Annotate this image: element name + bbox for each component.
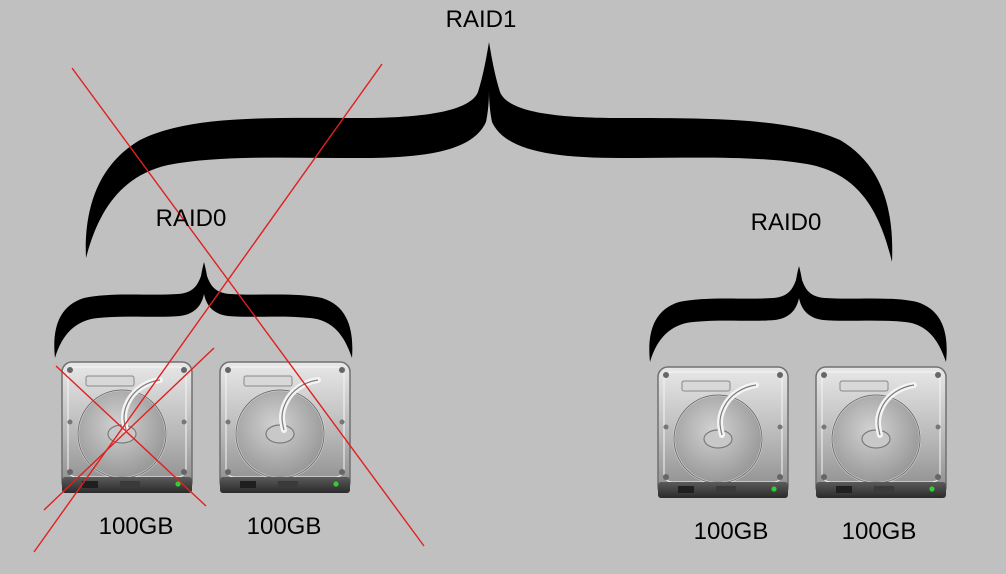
- left-raid0-brace: [54, 262, 353, 358]
- left-raid0-label: RAID0: [155, 205, 227, 232]
- right-disk-2-capacity: 100GB: [841, 518, 917, 545]
- right-disk-2-icon: [816, 367, 946, 498]
- right-disk-1-capacity: 100GB: [693, 518, 769, 545]
- right-disk-1-icon: [658, 367, 788, 498]
- left-disk-1-failed-x-mark: [43, 347, 215, 511]
- right-raid0-brace: [649, 266, 947, 362]
- right-raid0-label: RAID0: [750, 209, 822, 236]
- raid1-label: RAID1: [445, 6, 517, 33]
- raid1-brace: [85, 42, 893, 262]
- left-disk-2-capacity: 100GB: [246, 513, 322, 540]
- left-disk-2-icon: [220, 362, 350, 493]
- left-raid0-failed-x-mark: [33, 63, 425, 553]
- left-disk-1-capacity: 100GB: [98, 513, 174, 540]
